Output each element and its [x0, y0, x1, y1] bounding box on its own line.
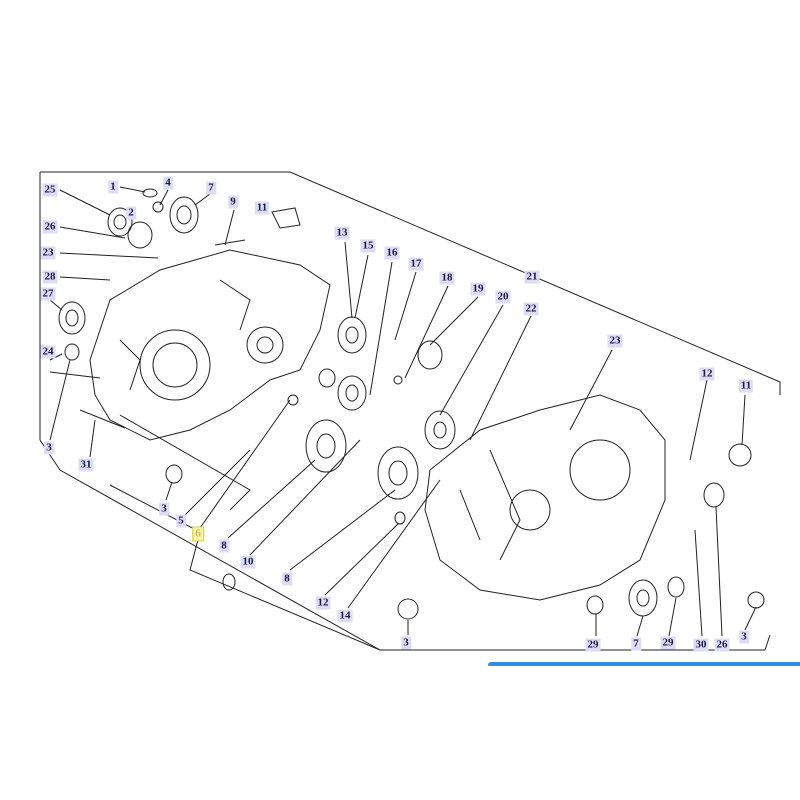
callout-label[interactable]: 29	[585, 638, 601, 652]
callout-label[interactable]: 2	[126, 206, 136, 220]
right-crankcase-half	[424, 394, 666, 601]
callout-label[interactable]: 15	[360, 239, 376, 253]
callout-label[interactable]: 23	[40, 246, 56, 260]
callout-label[interactable]: 27	[40, 287, 56, 301]
callout-label[interactable]: 4	[163, 176, 173, 190]
bearings-and-seals	[49, 188, 765, 620]
callout-label[interactable]: 10	[240, 555, 256, 569]
callout-label[interactable]: 3	[159, 502, 169, 516]
callout-label[interactable]: 22	[523, 302, 539, 316]
callout-label[interactable]: 12	[315, 596, 331, 610]
callout-label[interactable]: 5	[176, 514, 186, 528]
callout-label[interactable]: 9	[228, 195, 238, 209]
callout-label[interactable]: 24	[40, 345, 56, 359]
callout-label[interactable]: 29	[660, 636, 676, 650]
callout-label[interactable]: 8	[282, 572, 292, 586]
callout-label[interactable]: 26	[42, 220, 58, 234]
accent-bar	[488, 662, 800, 666]
callout-label[interactable]: 21	[524, 270, 540, 284]
callout-label[interactable]: 28	[42, 270, 58, 284]
callout-label[interactable]: 11	[738, 379, 754, 393]
callout-label[interactable]: 3	[739, 630, 749, 644]
callout-label[interactable]: 13	[334, 226, 350, 240]
callout-label[interactable]: 18	[439, 271, 455, 285]
callout-label[interactable]: 30	[693, 638, 709, 652]
callout-label[interactable]: 3	[401, 636, 411, 650]
callout-label[interactable]: 17	[408, 257, 424, 271]
callout-label[interactable]: 3	[44, 441, 54, 455]
callout-label[interactable]: 31	[78, 458, 94, 472]
callout-label[interactable]: 25	[42, 183, 58, 197]
callout-label[interactable]: 14	[337, 609, 353, 623]
callout-label-highlighted[interactable]: 6	[192, 526, 204, 542]
callout-label[interactable]: 20	[495, 290, 511, 304]
callout-label[interactable]: 16	[384, 246, 400, 260]
frame-lines	[39, 171, 781, 651]
leader-lines	[49, 186, 757, 637]
callout-label[interactable]: 11	[254, 201, 270, 215]
callout-label[interactable]: 12	[699, 367, 715, 381]
callout-label[interactable]: 19	[470, 282, 486, 296]
callout-label[interactable]: 1	[108, 180, 118, 194]
callout-label[interactable]: 8	[219, 539, 229, 553]
callout-label[interactable]: 23	[607, 334, 623, 348]
callout-label[interactable]: 7	[206, 181, 216, 195]
callout-label[interactable]: 26	[714, 638, 730, 652]
left-crankcase-half	[89, 249, 331, 441]
callout-label[interactable]: 7	[631, 637, 641, 651]
